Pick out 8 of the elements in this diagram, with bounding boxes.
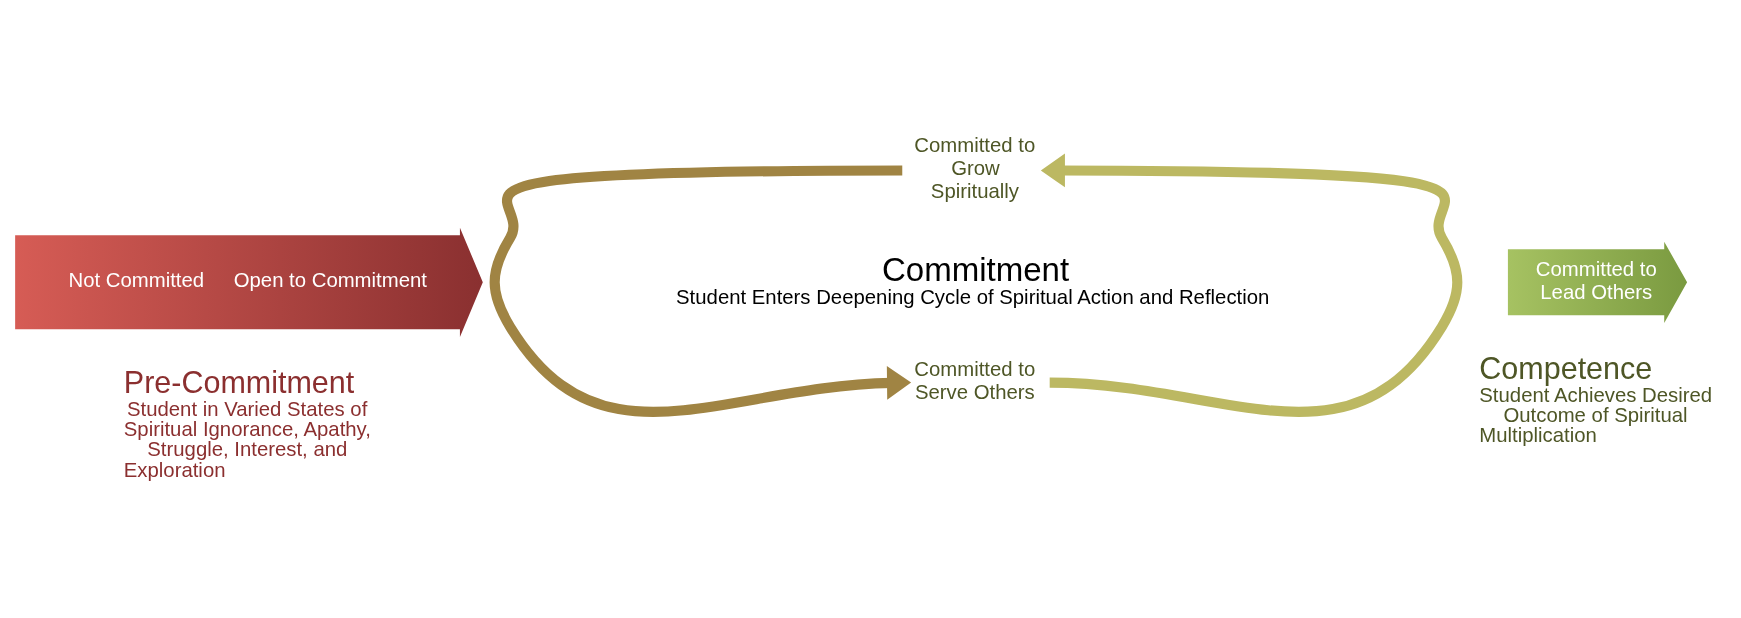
node-text: Committed to Serve Others — [914, 358, 1036, 403]
arrow — [489, 165, 912, 417]
node-text: Commitment Student Enters Deepening Cycle of Spiritual Action and Reflection — [676, 250, 1270, 308]
node-text: Committed to Grow Spiritually — [914, 134, 1036, 203]
arrow — [1040, 153, 1463, 417]
node-label: Pre-Commitment — [123, 365, 355, 400]
node-label: Student in Varied States of Spiritual Ignorance, Apathy, Struggle, Interest, and Exploration — [123, 397, 371, 481]
node-label: Competence — [1479, 351, 1653, 386]
